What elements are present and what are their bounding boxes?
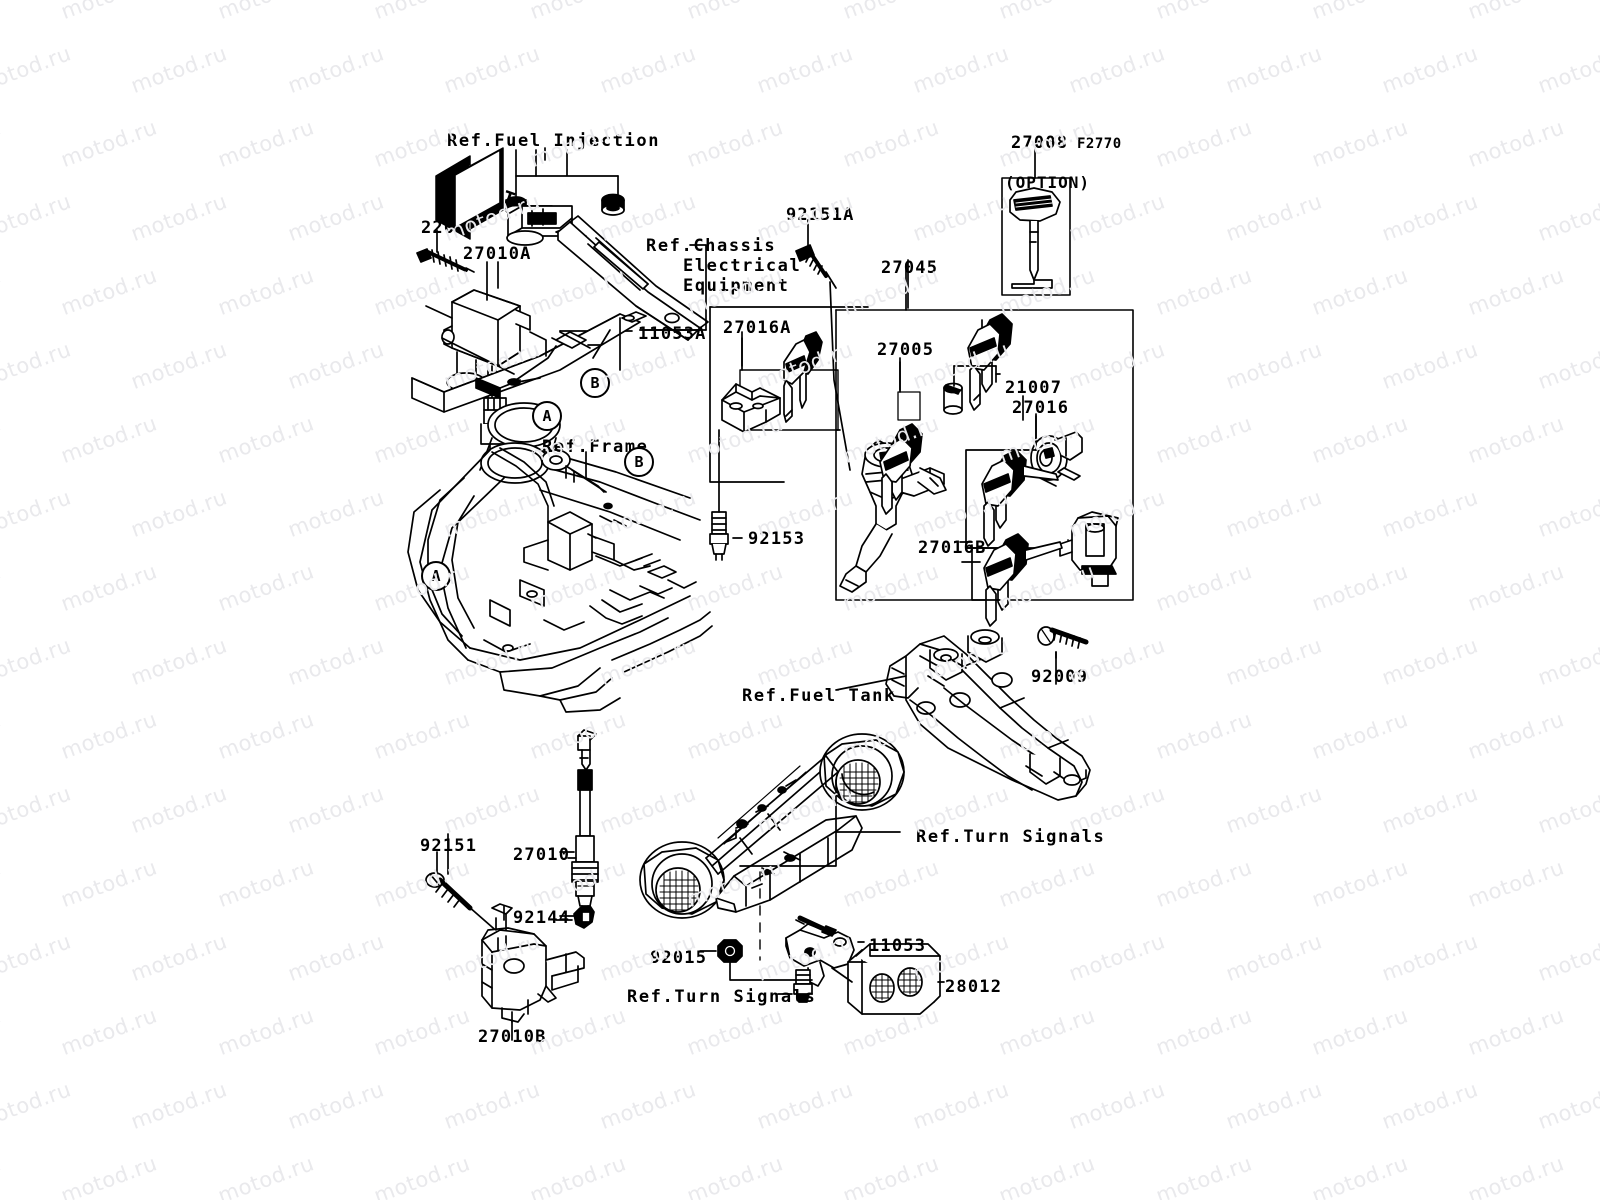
key-pair-21007: [967, 313, 1013, 411]
label-ref-chassis-2: Electrical: [683, 256, 802, 276]
group-box-27045: [835, 263, 1134, 601]
label-ref-chassis-3: Equipment: [683, 276, 790, 296]
bracket-11053A: [411, 311, 647, 413]
label-part-21007: 21007: [1005, 378, 1063, 398]
screw-92009: [1037, 626, 1089, 649]
callout-mark-A-top: A: [532, 401, 562, 431]
bolt-turn-signal: [793, 969, 813, 1003]
label-part-11053A: 11053A: [638, 324, 707, 344]
label-part-220: 220: [421, 218, 456, 238]
label-ref-turn-signals-1: Ref.Turn Signals: [916, 827, 1106, 847]
label-part-92153: 92153: [748, 529, 806, 549]
cap-21007: [943, 382, 963, 415]
label-part-92144: 92144: [513, 908, 571, 928]
fuel-tank-bracket: [885, 629, 1091, 801]
label-part-27016: 27016: [1012, 398, 1070, 418]
reflector-28012: [847, 943, 941, 1015]
ignition-coil-27010A: [441, 289, 531, 453]
label-part-27005: 27005: [877, 340, 935, 360]
key-pair-27016: [981, 449, 1059, 547]
label-ref-chassis-1: Ref.Chassis: [646, 236, 777, 256]
callout-mark-B-top: B: [580, 368, 610, 398]
label-part-28012: 28012: [945, 977, 1003, 997]
label-part-27016B: 27016B: [918, 538, 987, 558]
label-part-11053: 11053: [869, 936, 927, 956]
label-part-27010A: 27010A: [463, 244, 532, 264]
option-key-box-27008: [1001, 147, 1071, 296]
label-ref-turn-signals-2: Ref.Turn Signals: [627, 987, 817, 1007]
helmet-lock-27016B: [1059, 511, 1119, 587]
label-code-F2770: F2770: [1077, 136, 1122, 152]
label-part-92015: 92015: [650, 948, 708, 968]
key-pair-27005: [879, 423, 947, 515]
label-option-text: (OPTION): [1005, 173, 1091, 192]
key-pair-27016A: [783, 331, 823, 423]
bolt-92153: [709, 511, 729, 561]
label-part-92151A: 92151A: [786, 205, 855, 225]
label-part-27016A: 27016A: [723, 318, 792, 338]
callout-mark-B-frame: B: [624, 447, 654, 477]
bolt-220: [416, 248, 475, 273]
fuel-injection-relay: [505, 196, 587, 246]
label-part-92009: 92009: [1031, 667, 1089, 687]
front-direction-arrow: [435, 147, 504, 240]
bolt-92151A: [795, 244, 837, 289]
label-part-92151: 92151: [420, 836, 478, 856]
turn-signal-assembly: [639, 733, 905, 961]
label-part-27010B: 27010B: [478, 1027, 547, 1047]
starter-relay-27010B: [481, 903, 585, 1023]
key-pair-27016B: [983, 533, 1063, 627]
label-ref-frame: Ref.Frame: [542, 437, 649, 457]
lock-cylinder-27016: [1030, 431, 1083, 487]
label-part-27008: 27008: [1011, 133, 1069, 153]
label-part-27010: 27010: [513, 845, 571, 865]
chassis-electrical-bracket: [557, 215, 709, 341]
seat-lock-27016A: [721, 383, 781, 433]
relay-grommet: [601, 193, 625, 216]
callout-mark-A-frame: A: [421, 561, 451, 591]
ignition-coil-27010: [571, 729, 599, 915]
nut-92015: [717, 939, 743, 963]
label-ref-fuel-injection: Ref.Fuel Injection: [447, 131, 661, 151]
label-part-27045: 27045: [881, 258, 939, 278]
label-ref-fuel-tank: Ref.Fuel Tank: [742, 686, 896, 706]
